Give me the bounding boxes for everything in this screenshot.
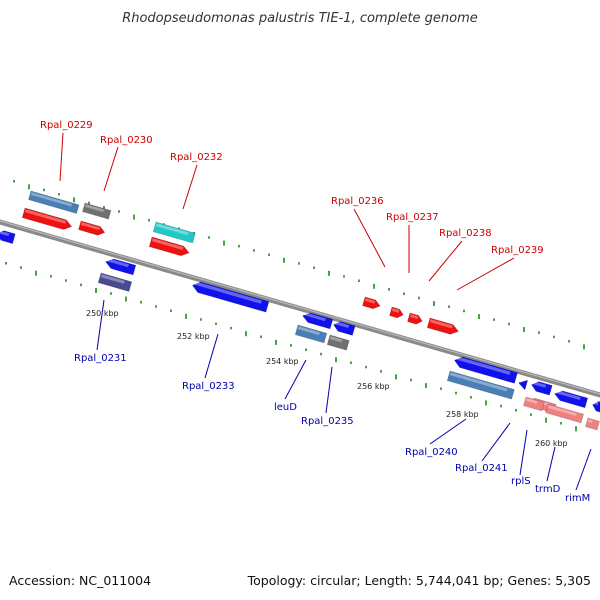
feature-rpal-0233[interactable] — [191, 280, 270, 313]
label-leader-lines — [59, 132, 592, 491]
feature-rpal-0237[interactable] — [389, 306, 405, 319]
gene-label-rpal-0230[interactable]: Rpal_0230 — [100, 135, 153, 146]
gene-label-rpal-0231[interactable]: Rpal_0231 — [74, 353, 127, 364]
topology-summary-text: Topology: circular; Length: 5,744,041 bp… — [247, 573, 591, 588]
gene-label-trmd[interactable]: trmD — [535, 484, 561, 495]
gene-label-rpal-0239[interactable]: Rpal_0239 — [491, 245, 544, 256]
scale-label-260: 260 kbp — [535, 439, 568, 448]
scale-label-250: 250 kbp — [86, 309, 119, 318]
gene-label-rpls[interactable]: rplS — [511, 476, 531, 487]
scale-label-258: 258 kbp — [446, 410, 479, 419]
feature-rpal-0231-cds[interactable] — [104, 257, 137, 276]
gene-label-rpal-0233[interactable]: Rpal_0233 — [182, 381, 235, 392]
leader-rpal-0231 — [96, 299, 105, 351]
feature-rimm-band[interactable] — [585, 417, 600, 431]
gene-label-rpal-0232[interactable]: Rpal_0232 — [170, 152, 223, 163]
feature-leud-cds[interactable] — [301, 311, 334, 330]
feature-rpal-0240-cds[interactable] — [453, 355, 518, 384]
gene-label-leud[interactable]: leuD — [274, 402, 297, 413]
accession-text: Accession: NC_011004 — [9, 573, 151, 588]
leader-rpal-0238 — [428, 240, 463, 282]
feature-left-edge[interactable] — [0, 229, 16, 244]
genome-backbone — [0, 219, 600, 398]
leader-rpal-0236 — [353, 208, 386, 268]
feature-rpal-0238[interactable] — [407, 312, 424, 326]
leader-rimm — [575, 448, 592, 491]
leader-rpal-0241 — [481, 422, 511, 462]
leader-trmd — [546, 446, 556, 482]
feature-rpal-0229-cds[interactable] — [21, 207, 73, 231]
feature-rpal-0229[interactable] — [28, 190, 80, 214]
feature-rpal-0235-cds[interactable] — [332, 320, 356, 336]
feature-rpal-0240[interactable] — [446, 370, 515, 400]
gene-label-rimm[interactable]: rimM — [565, 493, 590, 504]
gene-label-rpal-0237[interactable]: Rpal_0237 — [386, 212, 439, 223]
gene-label-rpal-0236[interactable]: Rpal_0236 — [331, 196, 384, 207]
feature-rpal-0231[interactable] — [97, 272, 133, 292]
feature-rpal-0230[interactable] — [82, 202, 112, 220]
feature-rpal-0230-cds[interactable] — [78, 220, 106, 237]
leader-rpal-0235 — [325, 366, 333, 414]
gene-label-rpal-0235[interactable]: Rpal_0235 — [301, 416, 354, 427]
feature-trmd-band[interactable] — [545, 403, 584, 424]
gene-label-rpal-0238[interactable]: Rpal_0238 — [439, 228, 492, 239]
leader-rpal-0229 — [59, 132, 64, 182]
feature-leud[interactable] — [294, 324, 328, 344]
feature-rpal-0232-cds[interactable] — [148, 236, 190, 258]
feature-rpal-0241-cds[interactable] — [530, 380, 553, 396]
leader-rpal-0240 — [429, 418, 467, 445]
leader-rpls — [519, 429, 528, 476]
feature-rpl-small[interactable] — [517, 378, 529, 391]
leader-rpal-0230 — [103, 146, 119, 192]
gene-label-rpal-0229[interactable]: Rpal_0229 — [40, 120, 93, 131]
genome-backbone-highlight — [0, 220, 600, 395]
feature-rpal-0236[interactable] — [362, 296, 382, 310]
map-title: Rhodopseudomonas palustris TIE-1, comple… — [122, 11, 478, 26]
feature-rpal-0235[interactable] — [326, 334, 350, 351]
feature-rpal-0239[interactable] — [426, 317, 460, 336]
scale-label-254: 254 kbp — [266, 357, 299, 366]
gene-label-rpal-0241[interactable]: Rpal_0241 — [455, 463, 508, 474]
feature-rpal-0232[interactable] — [152, 221, 196, 244]
feature-track — [0, 190, 600, 431]
feature-rpls-rna[interactable] — [523, 396, 545, 412]
leader-rpal-0239 — [456, 257, 515, 291]
scale-label-256: 256 kbp — [357, 382, 390, 391]
scale-label-252: 252 kbp — [177, 332, 210, 341]
leader-rpal-0232 — [182, 164, 198, 210]
leader-leud — [284, 359, 307, 400]
gene-label-rpal-0240[interactable]: Rpal_0240 — [405, 447, 458, 458]
feature-rpls-cds[interactable] — [553, 389, 589, 409]
feature-right-edge[interactable] — [591, 400, 600, 413]
leader-rpal-0233 — [204, 333, 219, 379]
